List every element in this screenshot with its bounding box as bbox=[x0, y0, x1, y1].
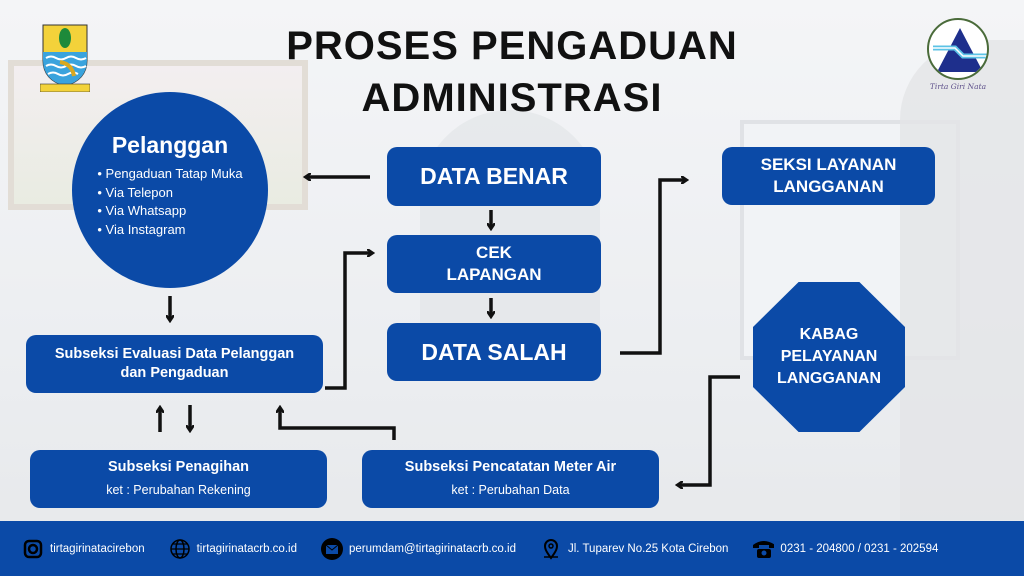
subseksi-penagihan-node: Subseksi Penagihan ket : Perubahan Rekeni… bbox=[30, 450, 327, 508]
globe-icon bbox=[169, 538, 191, 560]
page-title-line1: PROSES PENGADUAN bbox=[286, 24, 738, 68]
footer-contact-bar: tirtagirinatacirebon tirtagirinatacrb.co… bbox=[0, 521, 1024, 576]
channel-item: Via Instagram bbox=[97, 221, 242, 240]
arrow-salah-to-seksi bbox=[620, 180, 686, 355]
telephone-icon bbox=[752, 538, 775, 560]
node-line: SEKSI LAYANAN bbox=[760, 155, 897, 174]
channel-item: Via Telepon bbox=[97, 184, 242, 203]
pelanggan-title: Pelanggan bbox=[111, 132, 229, 158]
arrow-pencatatan-to-evaluasi bbox=[280, 408, 396, 440]
tirta-giri-nata-logo: Tirta Giri Nata bbox=[925, 18, 991, 91]
footer-website[interactable]: tirtagirinatacrb.co.id bbox=[169, 538, 297, 560]
pelanggan-node: Pelanggan Pengaduan Tatap Muka Via Telep… bbox=[72, 92, 268, 288]
node-line: LAPANGAN bbox=[446, 265, 542, 284]
phone-numbers: 0231 - 204800 / 0231 - 202594 bbox=[780, 542, 939, 555]
node-title: Subseksi Penagihan bbox=[107, 459, 250, 475]
email-address: perumdam@tirtagirinatacrb.co.id bbox=[348, 542, 516, 555]
node-line: LANGGANAN bbox=[773, 177, 884, 196]
website-link: tirtagirinatacrb.co.id bbox=[196, 542, 297, 555]
node-line: dan Pengaduan bbox=[120, 365, 229, 381]
channel-item: Pengaduan Tatap Muka bbox=[97, 165, 243, 184]
address-text: Jl. Tuparev No.25 Kota Cirebon bbox=[567, 542, 729, 555]
footer-instagram[interactable]: tirtagirinatacirebon bbox=[22, 538, 145, 560]
subseksi-pencatatan-node: Subseksi Pencatatan Meter Air ket : Perub… bbox=[362, 450, 659, 508]
arrow-evaluasi-to-cek bbox=[325, 253, 372, 390]
node-note: ket : Perubahan Data bbox=[451, 483, 570, 497]
node-note: ket : Perubahan Rekening bbox=[106, 483, 251, 497]
instagram-handle: tirtagirinatacirebon bbox=[50, 542, 145, 555]
email-icon bbox=[320, 537, 343, 560]
footer-address: Jl. Tuparev No.25 Kota Cirebon bbox=[540, 538, 728, 560]
data-salah-node: DATA SALAH bbox=[387, 323, 601, 381]
arrow-kabag-to-pencatatan bbox=[678, 375, 740, 485]
node-title: Subseksi Pencatatan Meter Air bbox=[404, 459, 617, 475]
node-line: LANGGANAN bbox=[777, 370, 881, 387]
node-line: KABAG bbox=[799, 326, 859, 343]
seksi-layanan-node: SEKSI LAYANAN LANGGANAN bbox=[722, 147, 935, 205]
channel-item: Via Whatsapp bbox=[97, 202, 242, 221]
cek-lapangan-node: CEK LAPANGAN bbox=[387, 235, 601, 293]
node-line: CEK bbox=[476, 243, 512, 262]
footer-email[interactable]: perumdam@tirtagirinatacrb.co.id bbox=[320, 537, 516, 560]
logo-caption: Tirta Giri Nata bbox=[929, 82, 987, 91]
kabag-pelayanan-node: KABAG PELAYANAN LANGGANAN bbox=[753, 282, 905, 432]
page-title-line2: ADMINISTRASI bbox=[361, 76, 663, 120]
node-line: PELAYANAN bbox=[780, 348, 878, 365]
instagram-icon bbox=[22, 538, 44, 560]
subseksi-evaluasi-node: Subseksi Evaluasi Data Pelanggan dan Peng… bbox=[26, 335, 323, 393]
pelanggan-channels: Pengaduan Tatap Muka Via Telepon Via Wha… bbox=[97, 165, 243, 240]
cirebon-crest-logo bbox=[39, 22, 91, 93]
location-pin-icon bbox=[540, 538, 562, 560]
node-line: Subseksi Evaluasi Data Pelanggan bbox=[54, 346, 295, 362]
data-benar-node: DATA BENAR bbox=[387, 147, 601, 206]
background-figure-right bbox=[900, 40, 1024, 520]
footer-phone[interactable]: 0231 - 204800 / 0231 - 202594 bbox=[752, 538, 938, 560]
